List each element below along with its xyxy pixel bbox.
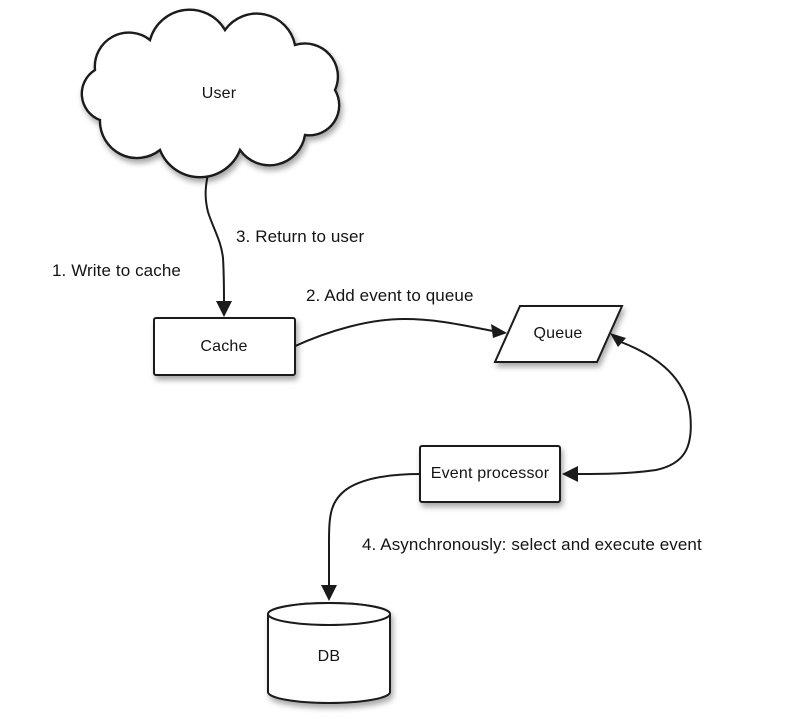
step-label-async-select-execute: 4. Asynchronously: select and execute ev… [362,535,702,554]
step-label-write-to-cache: 1. Write to cache [52,261,181,280]
edge-user-to-cache [204,159,225,303]
event-processor-node-label: Event processor [430,465,550,482]
queue-node-label: Queue [533,325,583,342]
arrowhead-into-queue-right-icon [610,333,626,347]
step-label-return-to-user: 3. Return to user [236,227,365,246]
event-processor-box-shape [419,445,561,503]
db-node-label: DB [317,648,341,665]
nodes-layer [80,8,624,704]
edge-queue-event-processor [577,341,692,475]
edge-cache-to-queue [292,317,494,348]
queue-parallelogram-shape [493,305,624,363]
cache-box-shape [153,317,296,376]
arrowhead-into-queue-left-icon [491,324,507,338]
arrowhead-into-db-icon [321,585,337,601]
edge-event-processor-to-db [328,473,422,587]
db-cylinder-top-shape [267,602,391,626]
edges-layer [204,159,692,601]
arrowhead-into-cache-icon [216,301,232,317]
user-node-label: User [201,85,237,102]
step-label-add-event-to-queue: 2. Add event to queue [306,286,474,305]
user-cloud-shape [80,8,341,179]
arrowhead-into-event-processor-icon [562,466,578,482]
cache-node-label: Cache [200,338,248,355]
